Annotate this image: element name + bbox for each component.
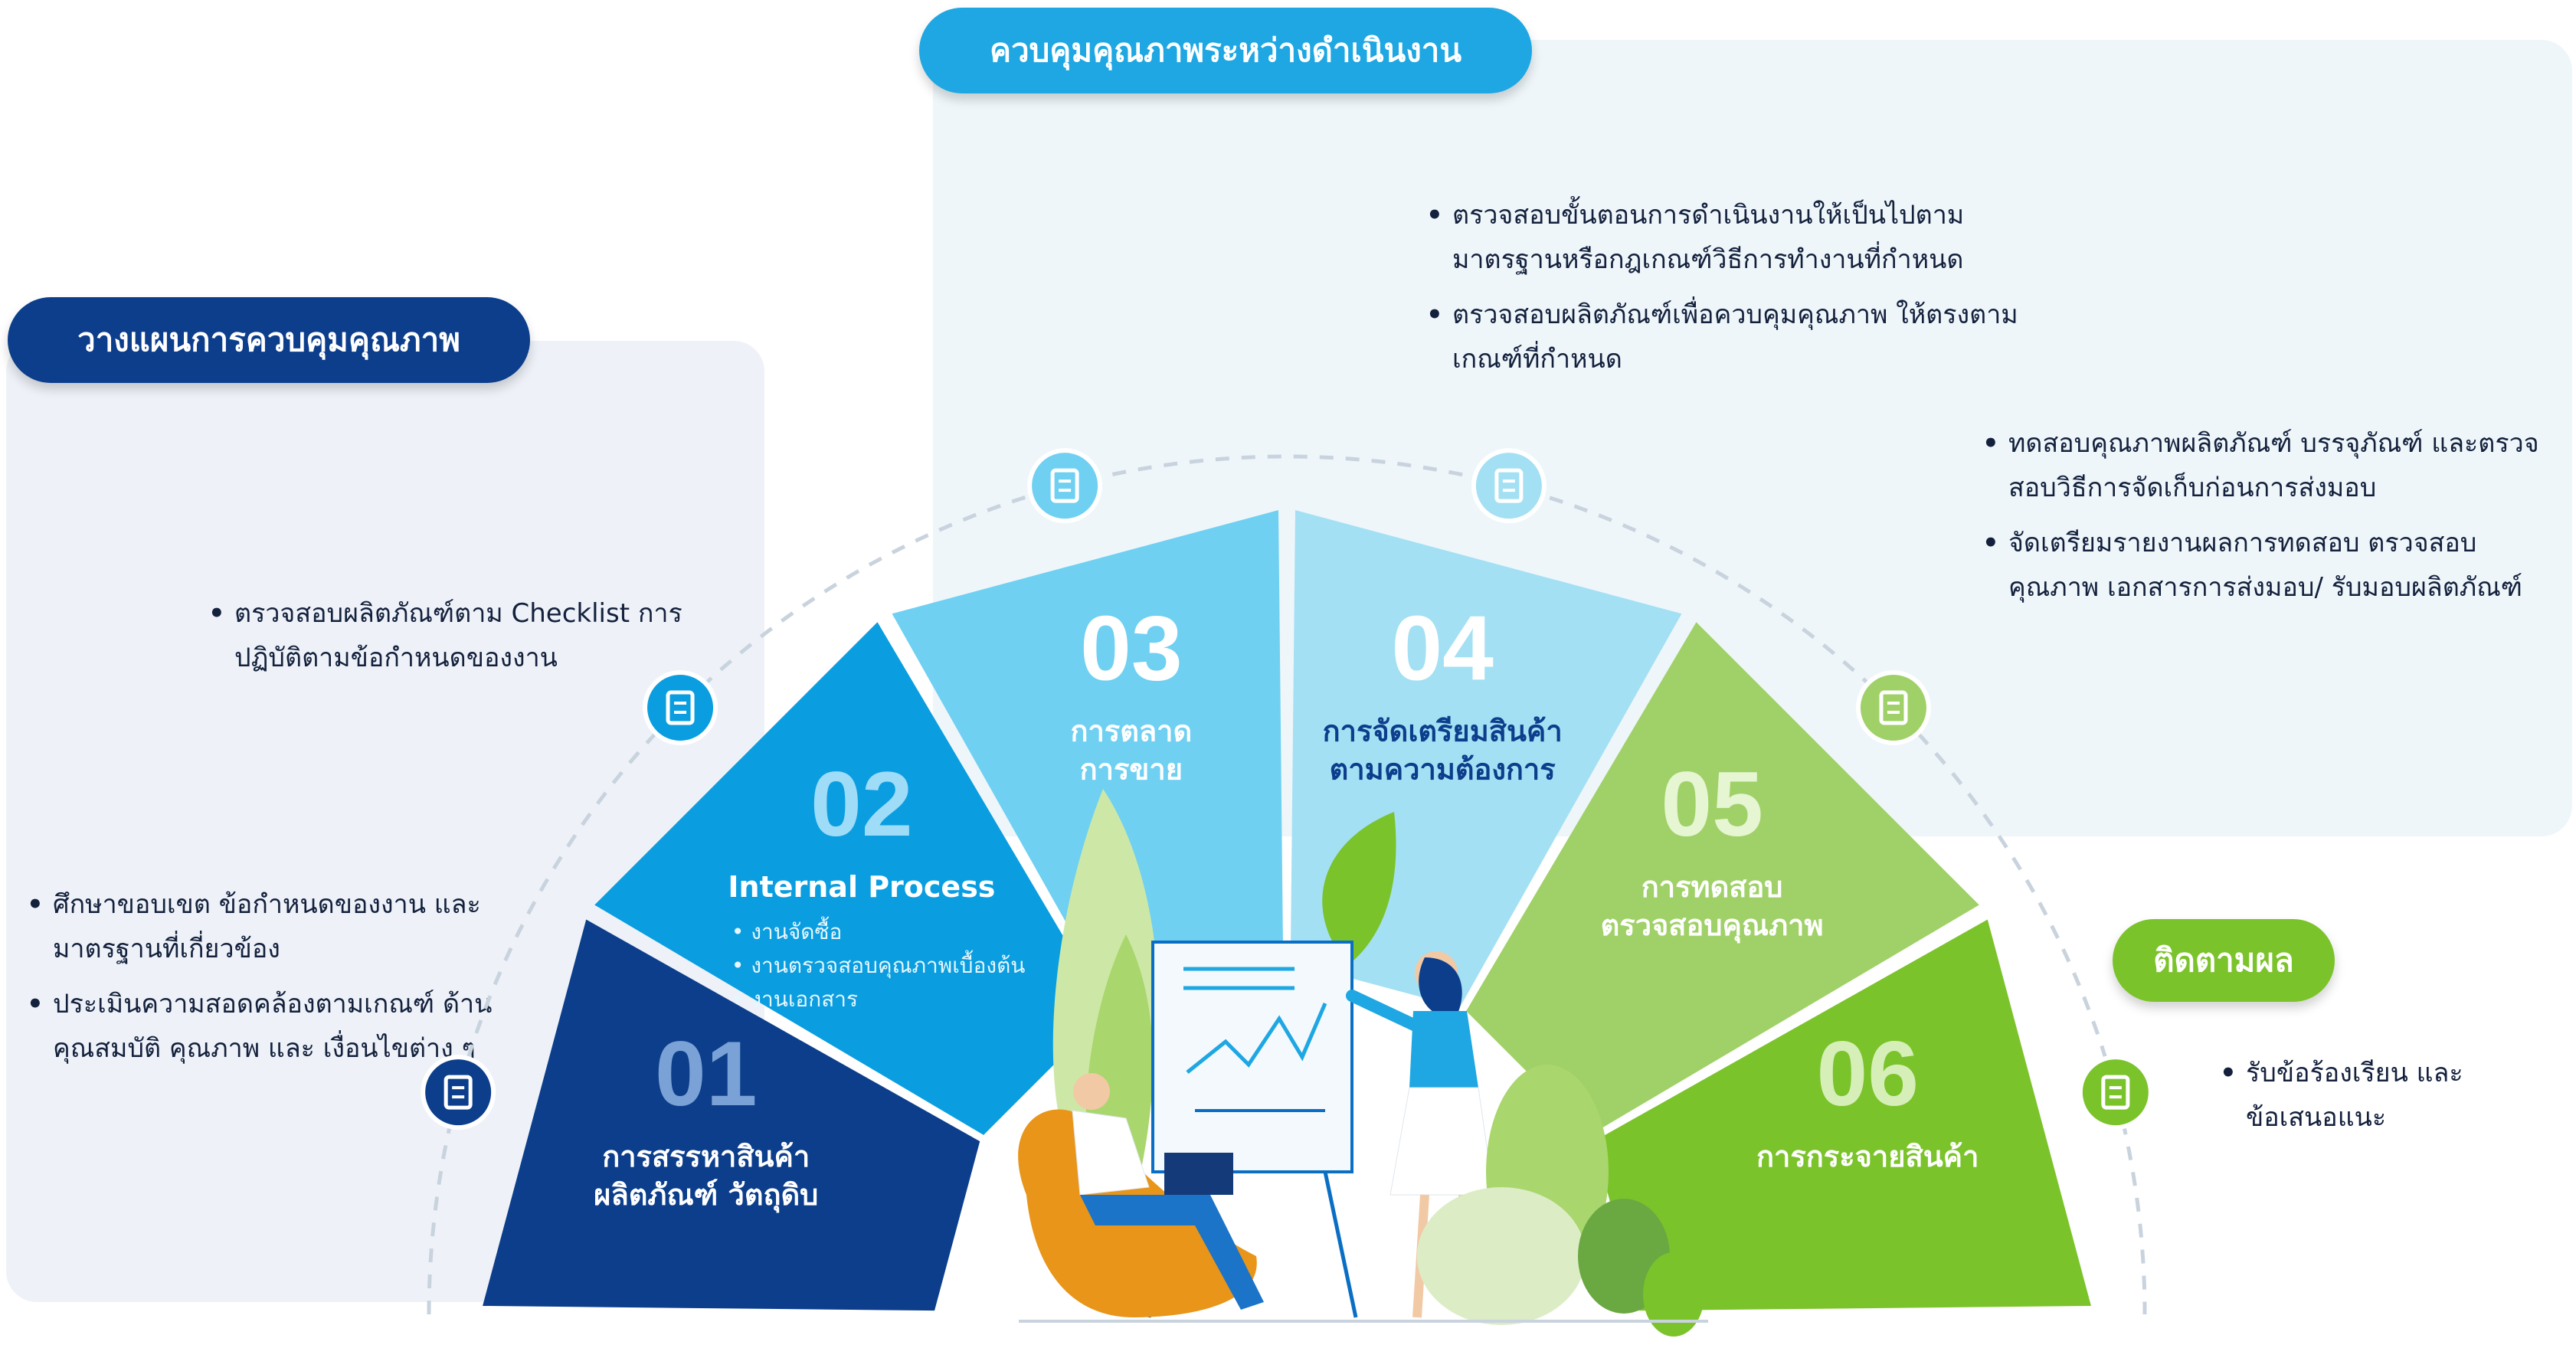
icon-badge	[1855, 670, 1931, 746]
segment-title: การกระจายสินค้า	[1756, 1140, 1979, 1173]
segment-06: 06 การกระจายสินค้า	[1593, 919, 2091, 1311]
segment-title: Internal Process	[728, 870, 995, 904]
icon-glyph	[1494, 468, 1524, 503]
note-item: ทดสอบคุณภาพผลิตภัณฑ์ บรรจุภัณฑ์ และตรวจส…	[1982, 421, 2565, 510]
laptop	[1164, 1153, 1233, 1195]
segment-title: การตลาด	[1070, 715, 1192, 748]
easel-leg	[1323, 1171, 1358, 1318]
woman-hair	[1419, 957, 1462, 1019]
icon-glyph	[444, 1075, 473, 1110]
segment-shape	[483, 919, 980, 1311]
segment-title: การทดสอบ	[1642, 870, 1783, 904]
header-in-process: ควบคุมคุณภาพระหว่างดำเนินงาน	[919, 8, 1532, 93]
segment-title: การขาย	[1080, 753, 1183, 787]
icon-badge	[643, 670, 718, 746]
icon-badge	[421, 1055, 496, 1131]
cart-gear-icon	[643, 670, 718, 746]
notes-testing: ทดสอบคุณภาพผลิตภัณฑ์ บรรจุภัณฑ์ และตรวจส…	[1982, 421, 2565, 620]
plant-leaf-top	[1322, 812, 1396, 965]
segment-title: ผลิตภัณฑ์ วัตถุดิบ	[594, 1178, 818, 1213]
notes-study-scope: ศึกษาขอบเขต ข้อกำหนดของงาน และมาตรฐานที่…	[27, 882, 502, 1081]
note-item: รับข้อร้องเรียน และข้อเสนอแนะ	[2220, 1051, 2465, 1140]
segment-shape	[1466, 622, 1979, 1135]
magnifier-icon	[421, 1055, 496, 1131]
note-item: ตรวจสอบผลิตภัณฑ์ตาม Checklist การปฏิบัติ…	[208, 591, 745, 680]
checklist-icon	[2077, 1055, 2153, 1131]
icon-badge	[1471, 448, 1547, 524]
note-item: ตรวจสอบขั้นตอนการดำเนินงานให้เป็นไปตาม ม…	[1426, 193, 2054, 282]
segment-shape	[892, 510, 1284, 1008]
icons-layer	[421, 448, 2153, 1131]
woman-top	[1409, 1011, 1478, 1088]
segment-subitem: • งานเอกสาร	[732, 987, 858, 1012]
segment-shape	[1593, 919, 2091, 1311]
segment-number: 04	[1391, 597, 1494, 700]
note-item: จัดเตรียมรายงานผลการทดสอบ ตรวจสอบคุณภาพ …	[1982, 521, 2565, 610]
flipchart-trend	[1186, 1003, 1327, 1074]
segments-layer: 01 การสรรหาสินค้าผลิตภัณฑ์ วัตถุดิบ 02Inte…	[483, 510, 2091, 1311]
icon-glyph	[1879, 690, 1908, 725]
person-shirt	[1072, 1110, 1150, 1196]
note-item: ตรวจสอบผลิตภัณฑ์เพื่อควบคุมคุณภาพ ให้ตรง…	[1426, 293, 2054, 381]
segment-number: 02	[810, 753, 912, 856]
segment-title: การสรรหาสินค้า	[602, 1140, 810, 1173]
segment-title: การจัดเตรียมสินค้า	[1323, 715, 1563, 748]
segment-number: 06	[1817, 1023, 1919, 1125]
leaf-foreground	[1643, 1252, 1704, 1337]
segment-shape	[594, 622, 1108, 1135]
icon-glyph	[1050, 468, 1079, 503]
person-head	[1073, 1073, 1110, 1110]
notes-feedback: รับข้อร้องเรียน และข้อเสนอแนะ	[2220, 1051, 2465, 1150]
notes-process-inspection: ตรวจสอบขั้นตอนการดำเนินงานให้เป็นไปตาม ม…	[1426, 193, 2054, 392]
segment-title: ตามความต้องการ	[1330, 753, 1556, 787]
person-legs	[1080, 1195, 1264, 1310]
leaf-foreground	[1417, 1187, 1586, 1325]
segment-number: 03	[1080, 597, 1182, 700]
clipboard-icon	[1471, 448, 1547, 524]
note-item: ประเมินความสอดคล้องตามเกณฑ์ ด้านคุณสมบัต…	[27, 982, 502, 1071]
notes-checklist: ตรวจสอบผลิตภัณฑ์ตาม Checklist การปฏิบัติ…	[208, 591, 745, 691]
icon-glyph	[666, 690, 695, 725]
dashboard-icon	[1027, 448, 1103, 524]
segment-subitem: • งานตรวจสอบคุณภาพเบื้องต้น	[732, 950, 1025, 979]
woman-arm	[1346, 990, 1423, 1032]
segment-01: 01 การสรรหาสินค้าผลิตภัณฑ์ วัตถุดิบ	[483, 919, 980, 1311]
header-follow-up: ติดตามผล	[2113, 919, 2335, 1002]
icon-glyph	[2101, 1075, 2130, 1110]
icon-badge	[1027, 448, 1103, 524]
segment-number: 05	[1661, 753, 1763, 856]
segment-subitem: • งานจัดซื้อ	[732, 916, 842, 944]
center-illustration	[1018, 789, 1708, 1337]
segment-number: 01	[655, 1023, 757, 1125]
segment-title: ตรวจสอบคุณภาพ	[1601, 908, 1824, 944]
note-item: ศึกษาขอบเขต ข้อกำหนดของงาน และมาตรฐานที่…	[27, 882, 502, 971]
report-chart-icon	[1855, 670, 1931, 746]
woman-skirt	[1389, 1087, 1494, 1196]
header-planning: วางแผนการควบคุมคุณภาพ	[8, 297, 530, 383]
icon-badge	[2077, 1055, 2153, 1131]
